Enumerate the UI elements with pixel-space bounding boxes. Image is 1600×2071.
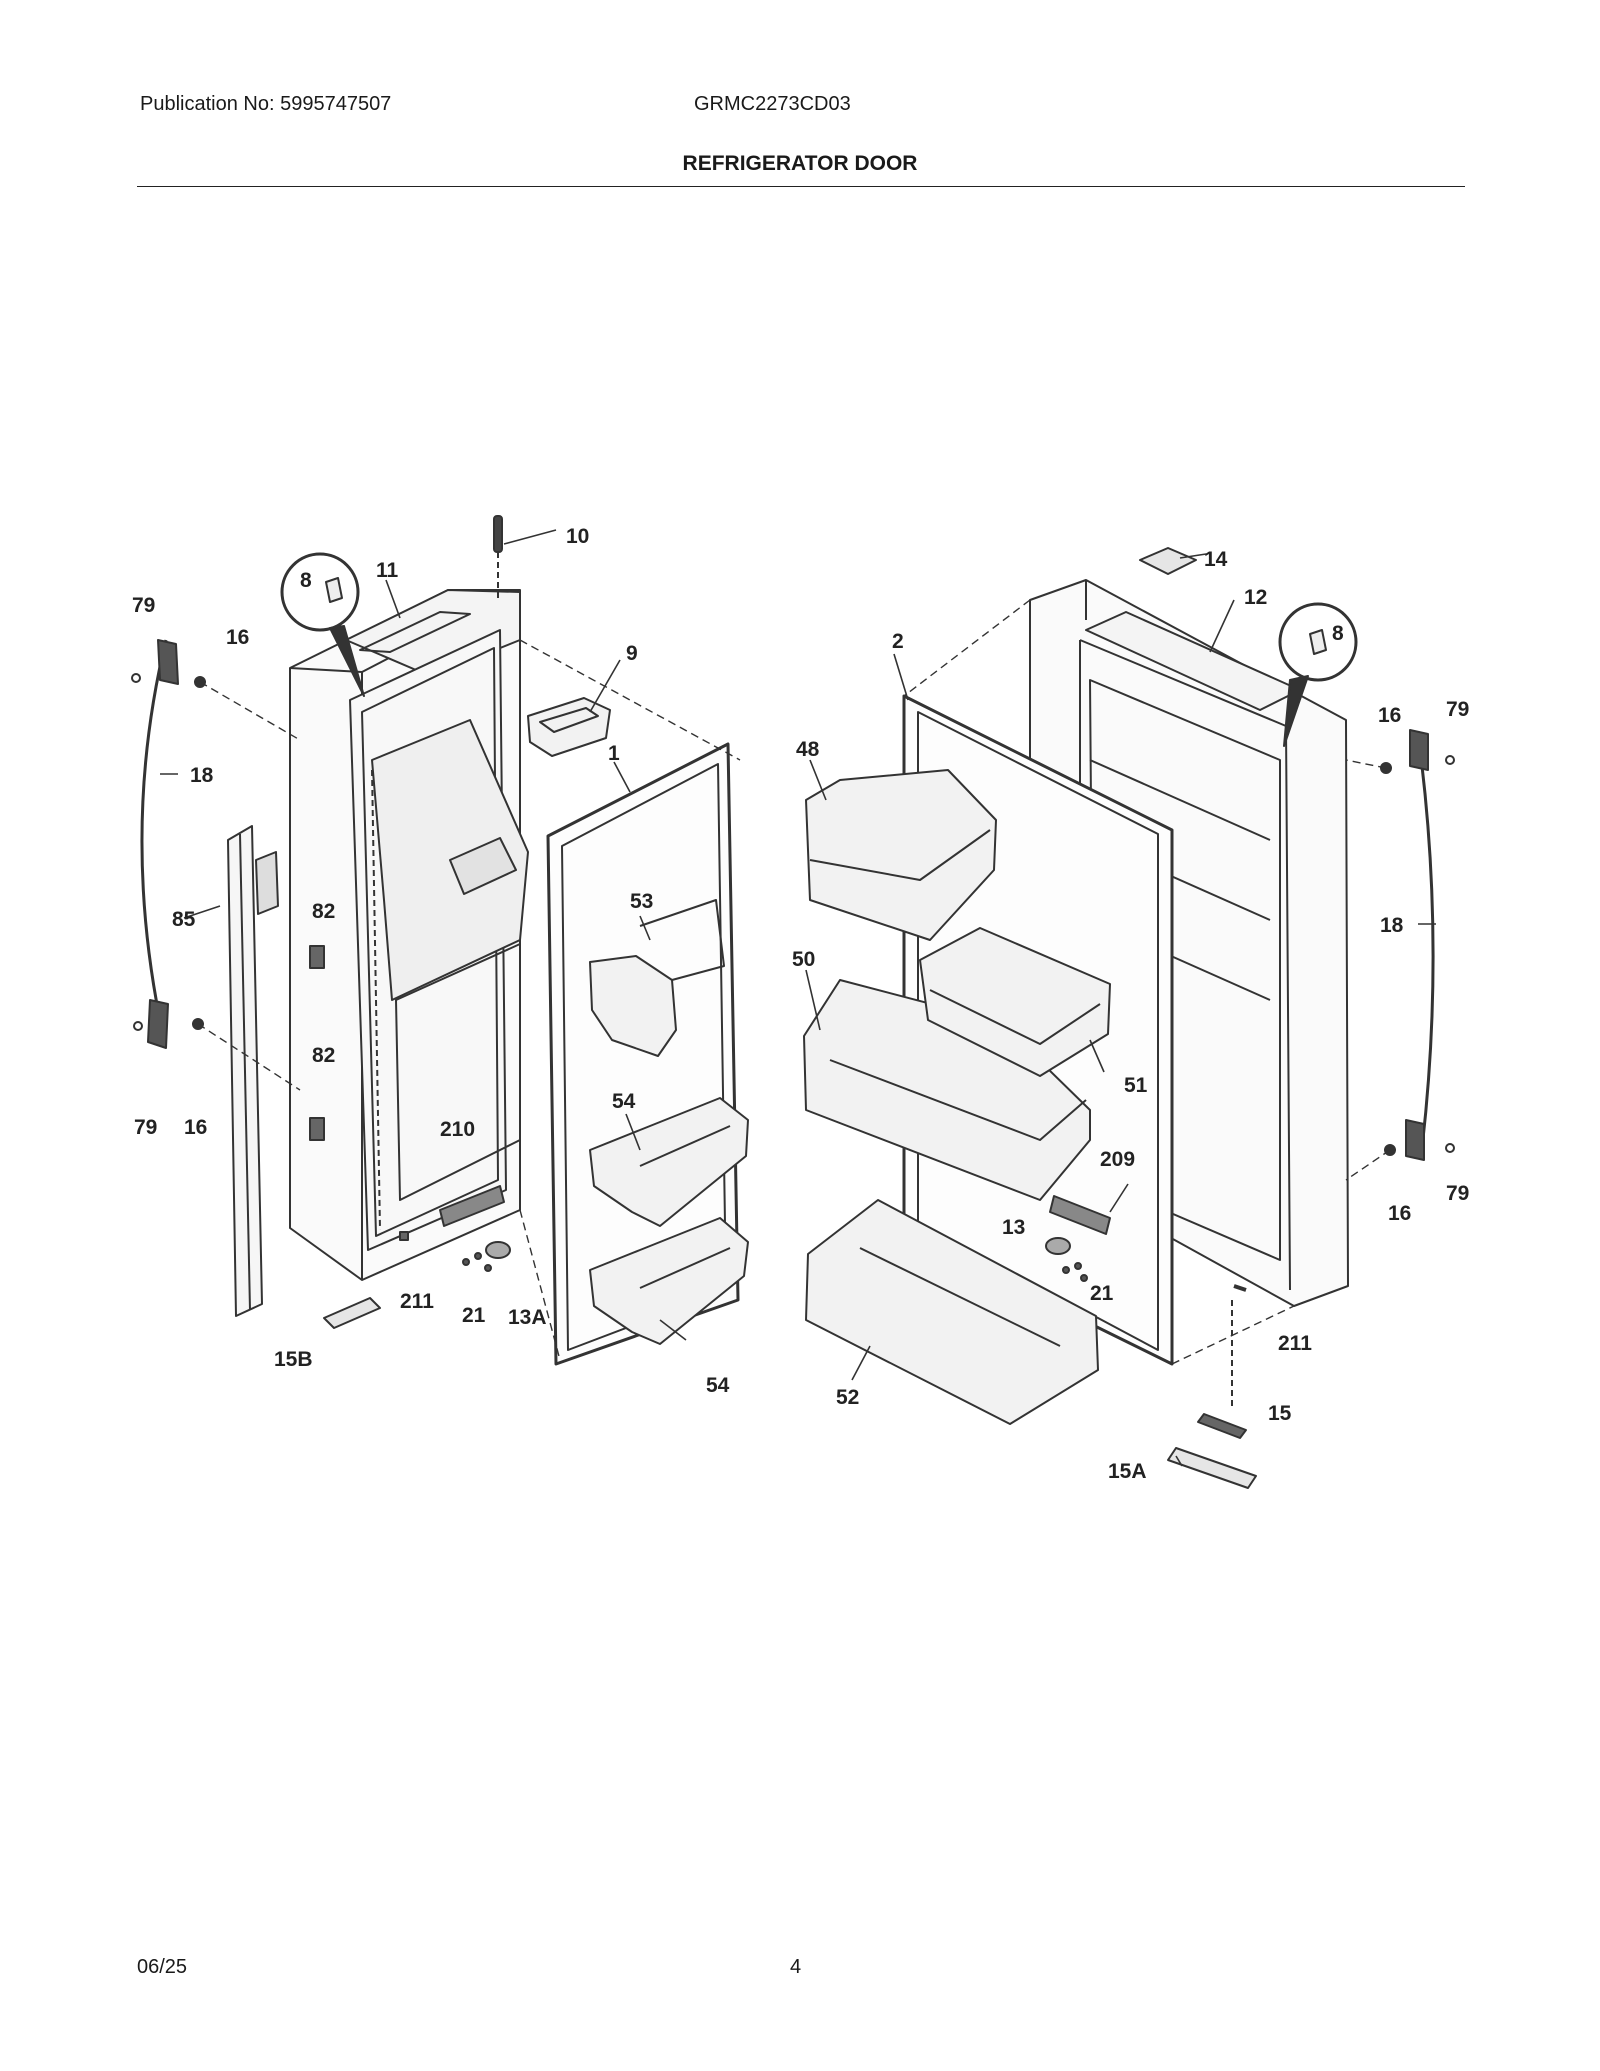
part-18-handle-left	[140, 639, 179, 1049]
callout-211-right: 211	[1278, 1332, 1312, 1355]
callout-16-bottom-left: 16	[184, 1116, 207, 1139]
callout-13A: 13A	[508, 1306, 547, 1329]
callout-16-bottom-right: 16	[1388, 1202, 1411, 1225]
callout-48: 48	[796, 738, 820, 761]
callout-leaders	[160, 529, 1436, 1467]
left-door-liner	[349, 629, 529, 1251]
part-85-trim	[227, 825, 279, 1317]
part-8-detail-circle-left	[280, 552, 365, 697]
part-82-blocks	[309, 945, 325, 1141]
part-51-bin	[919, 927, 1111, 1077]
callout-82-lower: 82	[312, 1044, 335, 1067]
part-1-gasket	[546, 742, 740, 1366]
callout-11: 11	[376, 559, 399, 582]
callout-15: 15	[1268, 1402, 1292, 1425]
callout-50: 50	[792, 948, 815, 971]
right-fasteners	[1380, 755, 1455, 1156]
page-title: REFRIGERATOR DOOR	[682, 152, 918, 175]
callout-79-bottom-left: 79	[134, 1116, 157, 1139]
callout-51: 51	[1124, 1074, 1148, 1097]
callout-210: 210	[440, 1118, 475, 1141]
part-8-detail-circle-right	[1278, 602, 1358, 747]
part-14-cap	[1139, 547, 1197, 575]
page-number: 4	[790, 1956, 802, 1978]
callout-16-top-right: 16	[1378, 704, 1401, 727]
left-hinge-small-parts	[323, 1185, 511, 1329]
callout-79-bottom-right: 79	[1446, 1182, 1469, 1205]
part-48-bin	[805, 769, 997, 941]
callout-15B: 15B	[274, 1348, 313, 1371]
publication-number: Publication No: 5995747507	[140, 93, 392, 115]
callout-21-right: 21	[1090, 1282, 1114, 1305]
callout-53: 53	[630, 890, 653, 913]
callout-2: 2	[892, 630, 904, 653]
callout-8-left: 8	[300, 569, 312, 592]
part-52-bin	[805, 1199, 1099, 1425]
right-hinge-small-parts	[1045, 1195, 1257, 1489]
callout-21-left: 21	[462, 1304, 486, 1327]
callout-18-left: 18	[190, 764, 214, 787]
callout-8-right: 8	[1332, 622, 1344, 645]
callout-1: 1	[608, 742, 620, 765]
callout-54-lower: 54	[706, 1374, 730, 1397]
part-53-bin	[589, 899, 725, 1057]
part-54-bin-upper	[589, 1097, 749, 1227]
callout-79-top-right: 79	[1446, 698, 1469, 721]
callout-12: 12	[1244, 586, 1267, 609]
callout-209: 209	[1100, 1148, 1135, 1171]
callout-54-upper: 54	[612, 1090, 636, 1113]
callout-211-left: 211	[400, 1290, 434, 1313]
callout-18-right: 18	[1380, 914, 1404, 937]
part-9-bin	[527, 697, 611, 757]
publication-date: 06/25	[137, 1956, 188, 1978]
part-18-handle-right	[1405, 729, 1435, 1161]
model-number: GRMC2273CD03	[694, 93, 851, 115]
part-10-rod	[493, 515, 503, 598]
callout-13: 13	[1002, 1216, 1025, 1239]
callout-79-top-left: 79	[132, 594, 155, 617]
callout-82-upper: 82	[312, 900, 335, 923]
callout-85: 85	[172, 908, 196, 931]
part-50-bin	[803, 979, 1091, 1201]
part-54-bin-lower	[589, 1217, 749, 1345]
callout-10: 10	[566, 525, 589, 548]
callout-52: 52	[836, 1386, 859, 1409]
callout-9: 9	[626, 642, 638, 665]
header-rule	[137, 186, 1465, 187]
projection-lines	[197, 599, 1391, 1365]
callout-16-top-left: 16	[226, 626, 249, 649]
callout-14: 14	[1204, 548, 1228, 571]
callout-15A: 15A	[1108, 1460, 1147, 1483]
